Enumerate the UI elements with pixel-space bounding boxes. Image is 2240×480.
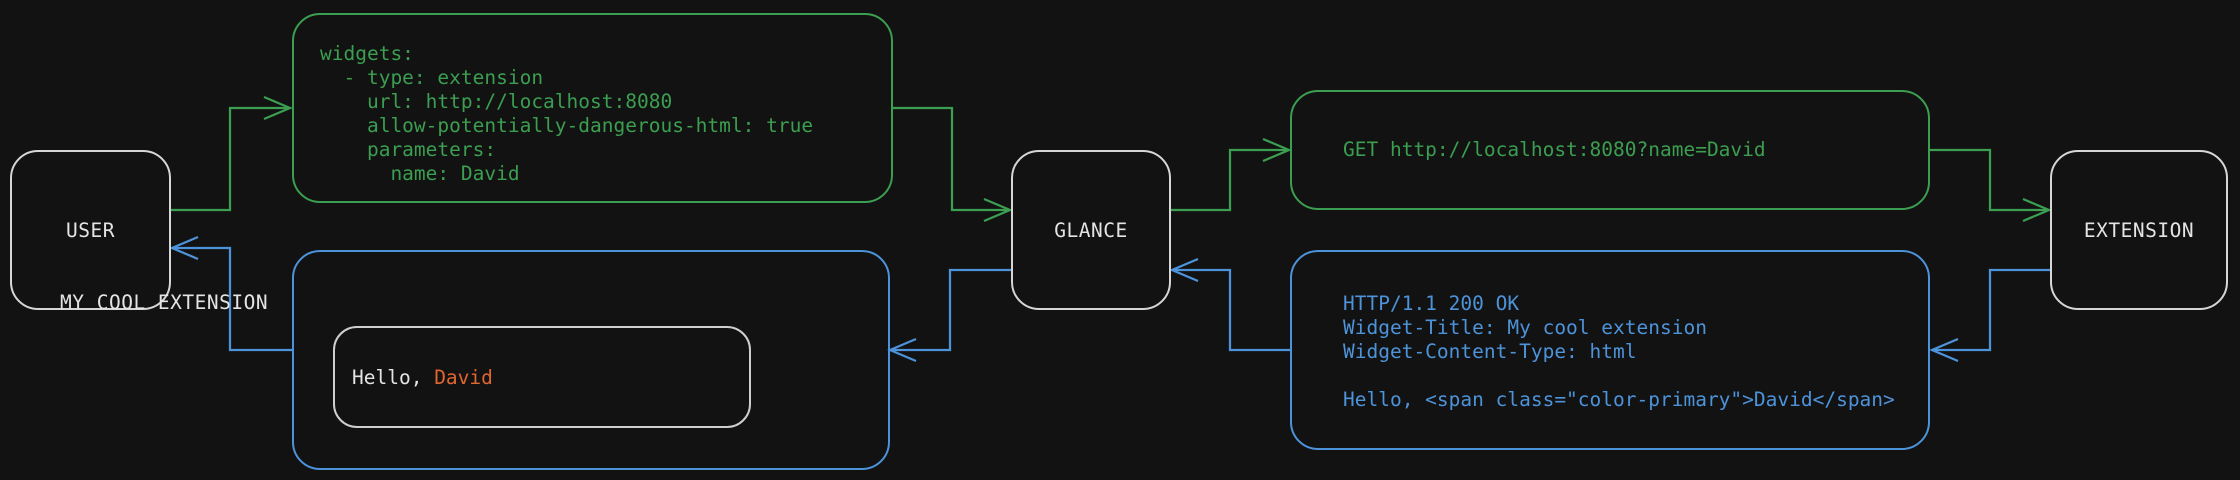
arrowhead-extension-to-response: [1929, 337, 1959, 363]
arrowhead-glance-to-widget: [887, 337, 917, 363]
arrowhead-request-to-extension: [2022, 197, 2052, 223]
arrowhead-response-to-glance: [1169, 257, 1199, 283]
arrowhead-config-to-glance: [983, 197, 1013, 223]
greeting-prefix: Hello,: [352, 365, 435, 389]
arrow-glance-to-request: [1171, 148, 1287, 212]
widget-greeting: Hello, David: [335, 366, 493, 389]
arrow-request-to-extension: [1930, 148, 2047, 212]
arrowhead-glance-to-request: [1262, 137, 1292, 163]
arrow-response-to-glance: [1174, 268, 1290, 352]
node-extension-label: EXTENSION: [2083, 218, 2195, 242]
widget-preview-box: [292, 250, 890, 470]
node-glance: GLANCE: [1011, 150, 1171, 310]
http-request-code: GET http://localhost:8080?name=David: [1343, 138, 1766, 161]
arrow-user-to-config: [171, 106, 288, 212]
arrow-widget-to-user: [174, 246, 292, 352]
arrowhead-widget-to-user: [169, 235, 199, 261]
arrowhead-user-to-config: [263, 95, 293, 121]
node-extension: EXTENSION: [2050, 150, 2228, 310]
http-response-code: HTTP/1.1 200 OK Widget-Title: My cool ex…: [1343, 292, 1895, 411]
arrow-config-to-glance: [893, 106, 1008, 212]
greeting-name: David: [434, 365, 493, 389]
node-user-label: USER: [66, 218, 115, 242]
arrow-glance-to-widget: [892, 268, 1011, 352]
widget-preview-title: MY COOL EXTENSION: [60, 291, 269, 314]
config-yaml-box: widgets: - type: extension url: http://l…: [292, 13, 893, 203]
arrow-extension-to-response: [1934, 268, 2050, 352]
widget-greeting-box: Hello, David: [333, 326, 751, 428]
node-user: USER: [10, 150, 171, 310]
config-yaml-code: widgets: - type: extension url: http://l…: [320, 42, 814, 185]
request-path: [171, 95, 2052, 223]
http-response-box: HTTP/1.1 200 OK Widget-Title: My cool ex…: [1290, 250, 1930, 450]
node-glance-label: GLANCE: [1054, 218, 1128, 242]
http-request-box: GET http://localhost:8080?name=David: [1290, 90, 1930, 210]
response-path: [169, 235, 2050, 363]
